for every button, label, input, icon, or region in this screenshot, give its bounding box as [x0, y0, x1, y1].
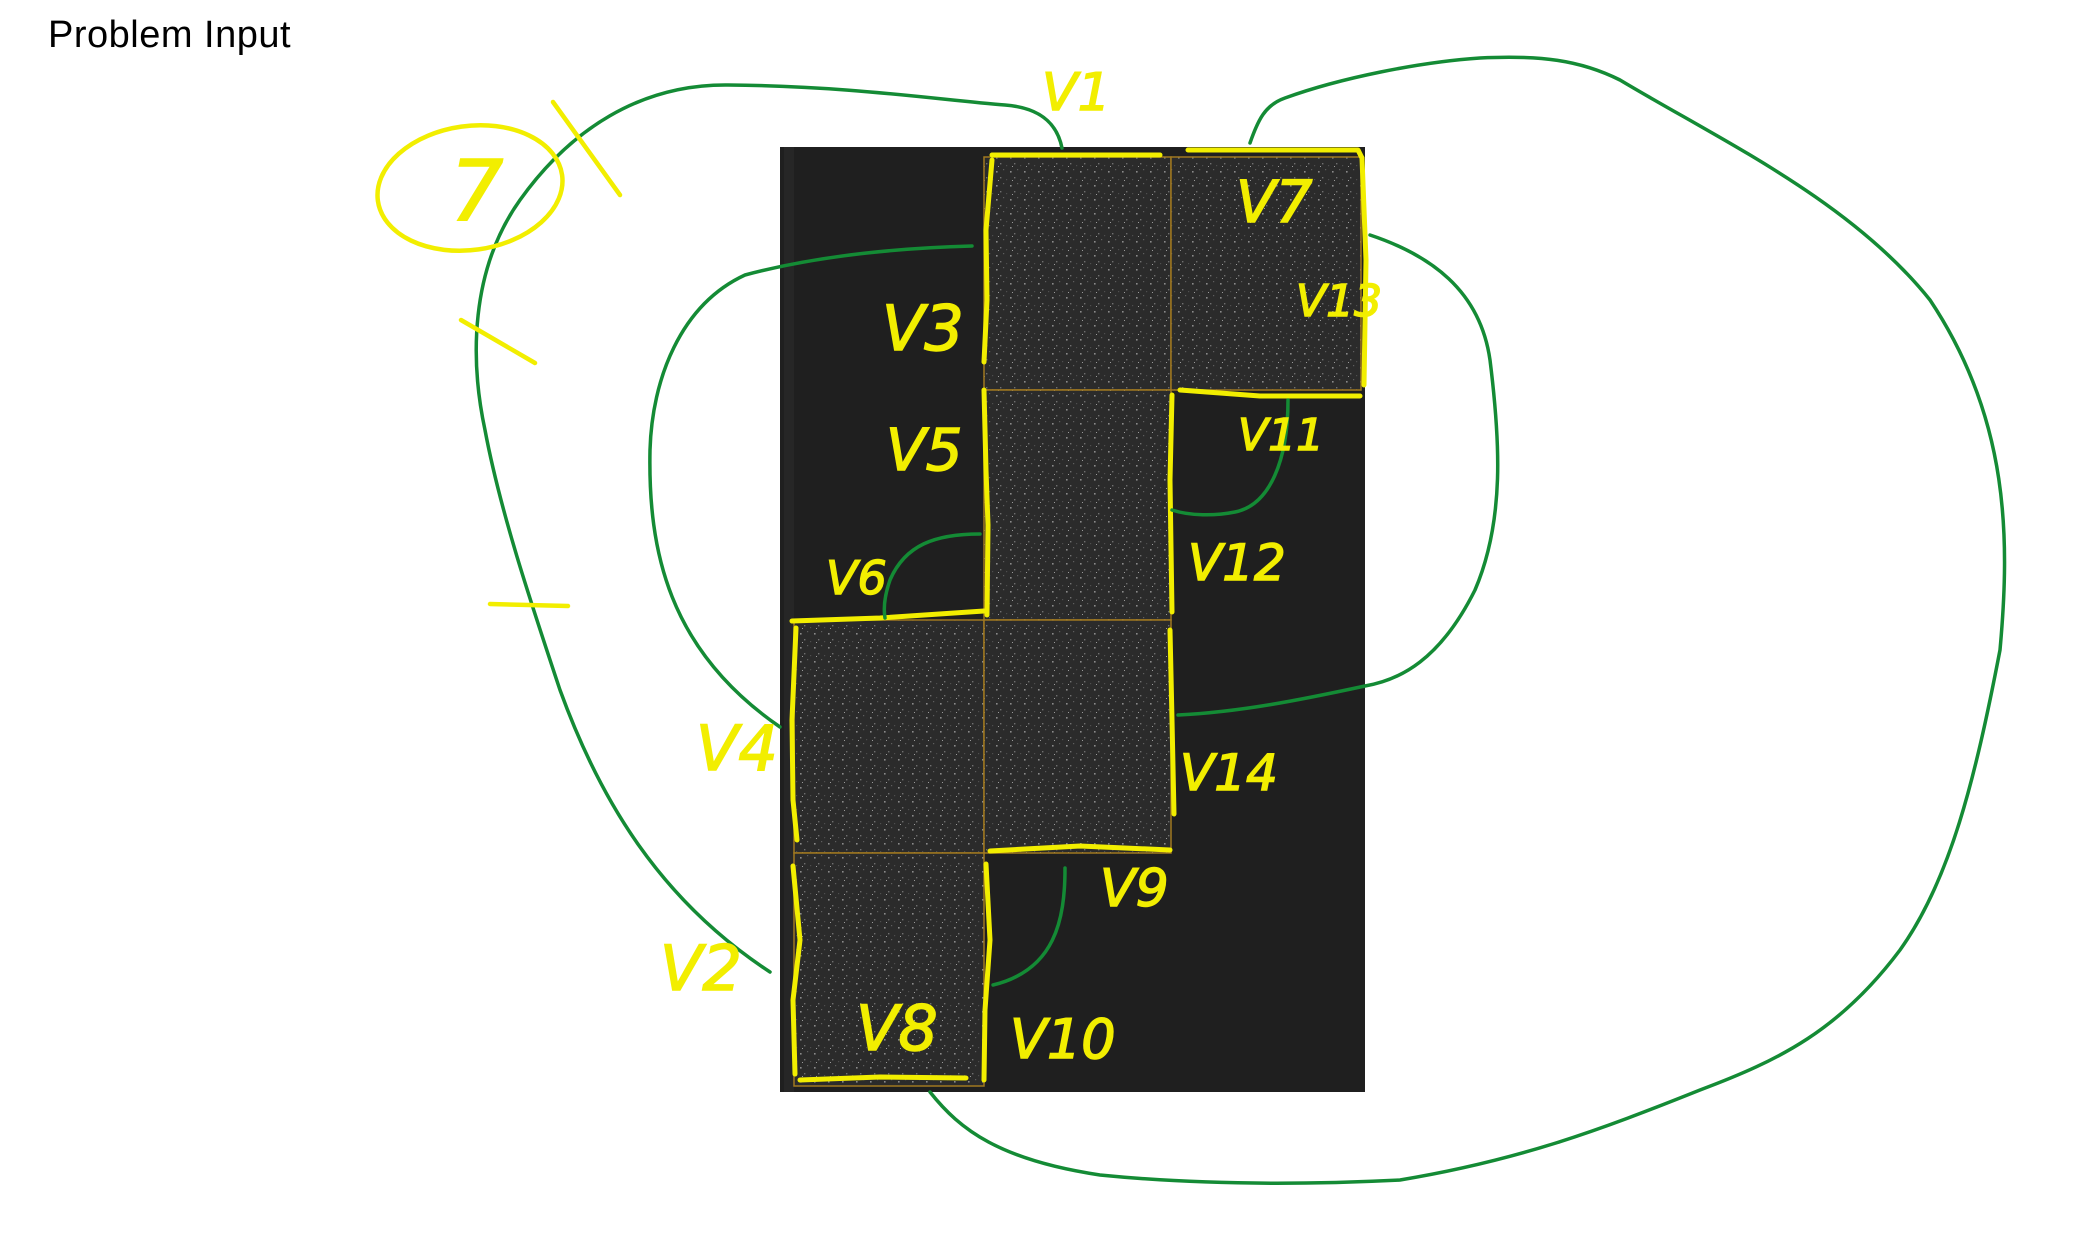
boundary-v4 [789, 625, 800, 843]
boundary-highlights [789, 147, 1369, 1083]
boundary-v14 [1167, 627, 1177, 817]
connector-v7-v8 [928, 55, 2007, 1186]
tick-mark-3 [487, 601, 571, 609]
boundary-v12 [1167, 392, 1175, 615]
label-v1: V1 [1042, 63, 1111, 123]
boundary-v6 [789, 608, 987, 624]
connector-v5-v6 [882, 532, 982, 620]
label-v13: V13 [1296, 276, 1382, 327]
boundary-v8 [797, 1074, 969, 1083]
tile-r3-c2 [983, 619, 1172, 854]
label-v14: V14 [1180, 744, 1278, 802]
tile-r3-c1 [793, 619, 985, 854]
boundary-v3 [981, 157, 995, 365]
label-v2: V2 [660, 932, 742, 1005]
label-v6: V6 [826, 551, 887, 605]
tile-r4-c1 [793, 852, 985, 1087]
circled-marker-ring [375, 123, 565, 253]
boundary-v10 [981, 861, 993, 1083]
boundary-v7 [1185, 147, 1365, 161]
label-v5: V5 [886, 416, 963, 484]
label-v3: V3 [882, 292, 964, 365]
tile-r1-c3 [1170, 156, 1362, 391]
label-v7: V7 [1236, 168, 1313, 236]
circled-marker-number: 7 [450, 142, 503, 240]
label-v8: V8 [856, 992, 938, 1065]
label-v4: V4 [696, 712, 778, 785]
boundary-v13 [1359, 155, 1369, 388]
tick-mark-2 [458, 317, 538, 366]
label-v11: V11 [1238, 410, 1324, 461]
boundary-v9 [987, 843, 1173, 854]
label-v9: V9 [1100, 859, 1169, 919]
panel-left-stripe [784, 147, 794, 1092]
connector-v13-v14 [1176, 233, 1500, 717]
tile-r2-c2 [983, 389, 1172, 621]
connector-v3-v4 [648, 244, 974, 729]
annotation-marks [375, 99, 623, 609]
tile-r1-c2 [983, 156, 1172, 391]
boundary-v5 [981, 387, 991, 618]
connector-v9-v10 [991, 866, 1067, 987]
label-group: V1 V2 V3 V4 V5 V6 V7 V8 V9 V10 V11 V12 V… [659, 62, 1383, 1072]
boundary-v2 [790, 863, 803, 1077]
tick-mark-1 [550, 99, 623, 198]
boundary-v11 [1177, 387, 1363, 399]
tiles-group [793, 156, 1362, 1087]
page-title: Problem Input [48, 14, 292, 56]
label-v12: V12 [1188, 534, 1286, 592]
connector-v11-v12 [1170, 398, 1290, 517]
label-v10: V10 [1010, 1008, 1116, 1071]
